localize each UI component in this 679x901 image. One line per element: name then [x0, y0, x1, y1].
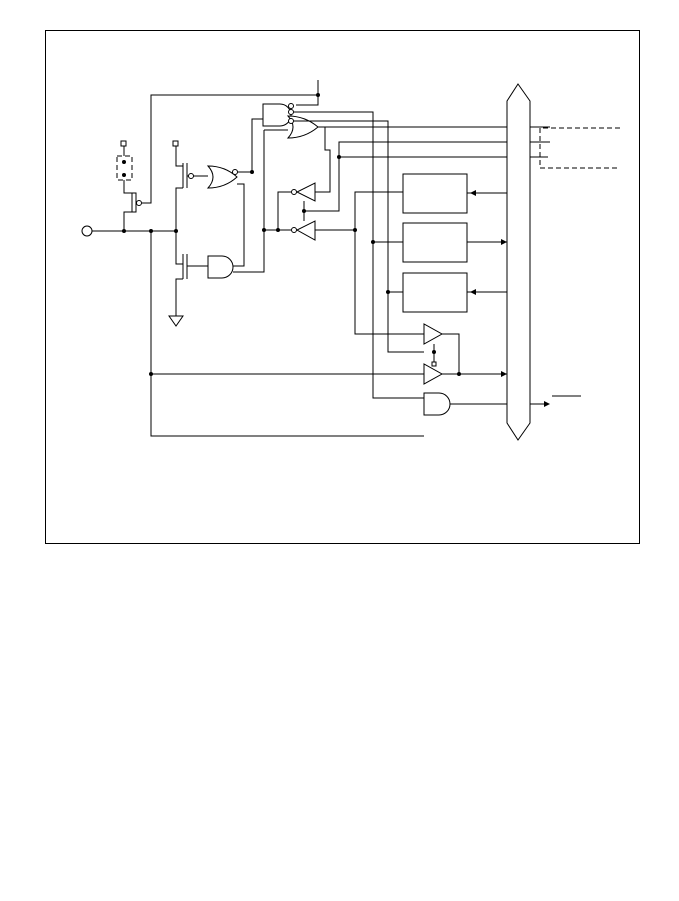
registers — [371, 173, 510, 313]
register-2 — [402, 222, 468, 263]
pullup-terminal — [120, 140, 127, 147]
pullup-option-box — [116, 155, 133, 181]
input-pin-section — [81, 94, 424, 437]
input-logic — [206, 118, 265, 279]
external-block — [539, 127, 620, 169]
input-pin — [81, 225, 93, 237]
internal-bus — [506, 83, 531, 441]
register-3 — [402, 272, 468, 313]
and-gate-lower — [207, 255, 234, 279]
diagram-frame — [45, 30, 640, 544]
and-gate-bottom — [423, 392, 451, 416]
buffer-upper — [295, 182, 316, 202]
control-logic — [262, 80, 550, 399]
output-buffers — [151, 323, 581, 416]
buffer-out-upper — [423, 323, 444, 345]
register-1 — [402, 173, 468, 214]
tristate-buffers — [264, 127, 424, 335]
vcc-terminal — [172, 140, 179, 147]
input-nmos — [175, 254, 188, 316]
buffer-lower — [295, 220, 316, 241]
ground-symbol — [168, 315, 184, 327]
and-gate-top — [262, 103, 292, 127]
nor-gate-upper — [206, 165, 238, 189]
buffer-out-lower — [423, 363, 444, 385]
input-pmos — [175, 163, 188, 265]
